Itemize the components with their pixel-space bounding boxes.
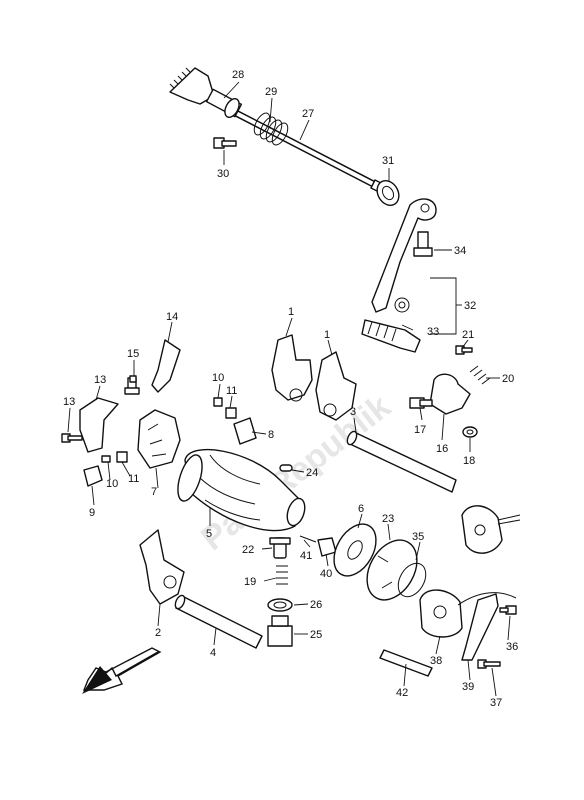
spring-20 — [469, 365, 491, 385]
clamp-42 — [379, 649, 433, 677]
gear-symbol-icon — [394, 297, 410, 313]
callout-8: 8 — [268, 429, 274, 441]
callout-14: 14 — [166, 311, 178, 323]
callout-11a: 11 — [226, 385, 237, 397]
callout-34: 34 — [454, 245, 466, 257]
callout-7: 7 — [151, 486, 157, 498]
rotor-23 — [366, 539, 418, 601]
callout-17: 17 — [414, 424, 426, 436]
bolt-17 — [409, 397, 433, 409]
callout-36: 36 — [506, 641, 518, 653]
gearshift-lever-32 — [361, 198, 437, 353]
callout-1a: 1 — [288, 306, 294, 318]
callout-6: 6 — [358, 503, 364, 515]
callout-22: 22 — [242, 544, 254, 556]
bolt-13 — [61, 433, 83, 443]
callout-2: 2 — [155, 627, 161, 639]
spring-11-upper — [225, 407, 237, 419]
stopper-plate-16 — [429, 373, 471, 415]
callout-37: 37 — [490, 697, 502, 709]
shift-fork-1a — [271, 334, 313, 402]
plate-13 — [79, 397, 119, 453]
callout-13b: 13 — [63, 396, 75, 408]
callout-20: 20 — [502, 373, 514, 385]
bolt-36 — [499, 605, 517, 615]
callout-38: 38 — [430, 655, 442, 667]
bolt-37 — [477, 659, 501, 669]
callout-10b: 10 — [106, 478, 118, 490]
callout-5: 5 — [206, 528, 212, 540]
gearshift-cam-plate-7 — [137, 409, 181, 469]
leader-lines — [67, 81, 511, 697]
gearshift-shaft-assembly — [169, 67, 388, 195]
pin-41 — [299, 535, 317, 543]
callout-32: 32 — [464, 300, 476, 312]
o-ring-35 — [397, 562, 427, 598]
shift-fork-2 — [139, 529, 185, 605]
callout-labels: 28 29 27 30 31 34 32 33 1 1 14 15 13 13 … — [63, 69, 518, 709]
pin-24 — [279, 464, 293, 472]
callout-10a: 10 — [212, 372, 224, 384]
oil-seal-31 — [376, 179, 400, 207]
callout-30: 30 — [217, 168, 229, 180]
callout-3: 3 — [350, 406, 356, 418]
bolt-25 — [267, 615, 293, 647]
fork-shaft-4 — [174, 594, 263, 649]
callout-11b: 11 — [128, 473, 139, 485]
sensor-cover-38 — [419, 589, 517, 638]
callout-27: 27 — [302, 108, 314, 120]
shift-fork-1b — [315, 351, 357, 421]
bolt-34 — [413, 231, 433, 257]
washer-26 — [267, 598, 293, 612]
callout-39: 39 — [462, 681, 474, 693]
bracket-39 — [461, 593, 499, 661]
spring-11 — [116, 451, 128, 463]
stopper-8 — [233, 417, 257, 445]
switch-40 — [317, 537, 337, 557]
fork-shaft-3 — [346, 430, 457, 493]
callout-31: 31 — [382, 155, 394, 167]
callout-25: 25 — [310, 629, 322, 641]
callout-13a: 13 — [94, 374, 106, 386]
pin-10-upper — [213, 397, 223, 407]
callout-23: 23 — [382, 513, 394, 525]
callout-9: 9 — [89, 507, 95, 519]
callout-26: 26 — [310, 599, 322, 611]
callout-40: 40 — [320, 568, 332, 580]
callout-16: 16 — [436, 443, 448, 455]
callout-1b: 1 — [324, 329, 330, 341]
pin-10 — [101, 455, 111, 463]
callout-21: 21 — [462, 329, 474, 341]
washer-6 — [333, 523, 377, 577]
shift-shaft-spring — [253, 112, 289, 146]
spring-19 — [276, 565, 288, 585]
bolt-30 — [213, 137, 237, 149]
callout-28: 28 — [232, 69, 244, 81]
callout-29: 29 — [265, 86, 277, 98]
plate-14 — [151, 339, 181, 393]
plunger-22 — [269, 537, 291, 559]
gear-position-sensor — [461, 505, 521, 554]
front-arrow-icon — [82, 647, 162, 694]
callout-33: 33 — [427, 326, 439, 338]
washer-18 — [462, 426, 478, 438]
bolt-21 — [455, 345, 473, 355]
callout-19: 19 — [244, 576, 256, 588]
pawl-9 — [83, 465, 103, 487]
callout-24: 24 — [306, 467, 318, 479]
callout-18: 18 — [463, 455, 475, 467]
callout-4: 4 — [210, 647, 216, 659]
callout-41: 41 — [300, 550, 312, 562]
callout-35: 35 — [412, 531, 424, 543]
pin-12 — [129, 375, 137, 383]
callout-42: 42 — [396, 687, 408, 699]
callout-15: 15 — [127, 348, 139, 360]
shift-drum-5 — [177, 448, 306, 532]
